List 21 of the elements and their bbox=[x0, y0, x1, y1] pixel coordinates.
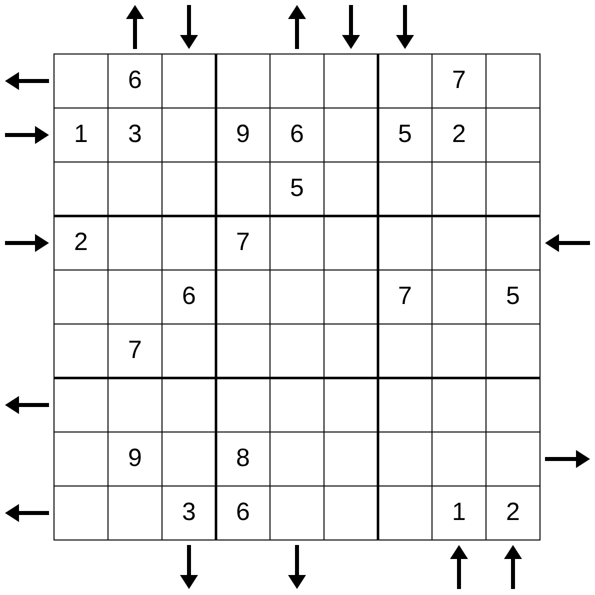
given-digit: 5 bbox=[397, 119, 413, 149]
given-digit: 8 bbox=[235, 443, 251, 473]
given-digit: 3 bbox=[127, 119, 143, 149]
given-digit: 9 bbox=[127, 443, 143, 473]
given-digit: 5 bbox=[289, 173, 305, 203]
given-digit: 7 bbox=[397, 281, 413, 311]
given-digit: 5 bbox=[505, 281, 521, 311]
given-digit: 7 bbox=[127, 335, 143, 365]
given-digit: 7 bbox=[451, 65, 467, 95]
given-digit: 1 bbox=[73, 119, 89, 149]
given-digit: 2 bbox=[451, 119, 467, 149]
given-digit: 2 bbox=[505, 497, 521, 527]
given-digit: 1 bbox=[451, 497, 467, 527]
given-digit: 6 bbox=[289, 119, 305, 149]
given-digit: 6 bbox=[235, 497, 251, 527]
given-digit: 6 bbox=[181, 281, 197, 311]
given-digit: 7 bbox=[235, 227, 251, 257]
given-digit: 2 bbox=[73, 227, 89, 257]
given-digit: 3 bbox=[181, 497, 197, 527]
given-digit: 6 bbox=[127, 65, 143, 95]
given-digit: 9 bbox=[235, 119, 251, 149]
